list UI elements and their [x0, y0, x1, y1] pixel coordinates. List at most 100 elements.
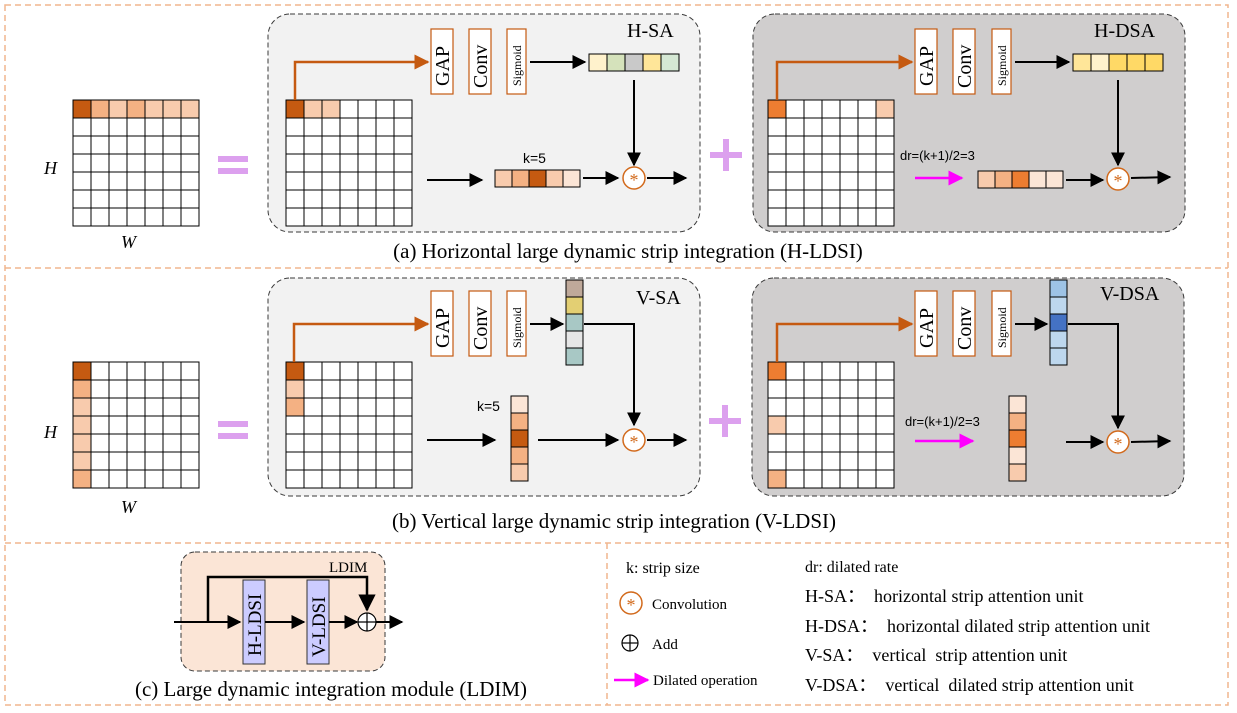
strip-cell [1108, 53, 1128, 72]
grid-cell [126, 469, 146, 489]
grid-cell [821, 415, 841, 435]
grid-cell [339, 153, 359, 173]
grid-cell [162, 135, 182, 155]
grid-cell [90, 135, 110, 155]
grid-cell [821, 153, 841, 173]
strip-cell [1011, 170, 1030, 189]
grid-cell [285, 99, 305, 119]
grid-cell [90, 153, 110, 173]
ldim-label: LDIM [329, 560, 367, 576]
svg-text:Conv: Conv [470, 307, 492, 350]
grid-cell [821, 207, 841, 227]
strip-cell [510, 429, 529, 448]
grid-cell [839, 397, 859, 417]
grid-cell [144, 433, 164, 453]
grid-cell [375, 469, 395, 489]
orange-skip-arrow-v-sa [292, 316, 430, 362]
grid-cell [144, 117, 164, 137]
grid-cell [144, 171, 164, 191]
grid-cell [767, 361, 787, 381]
grid-cell [162, 433, 182, 453]
plus-sign-a [710, 139, 742, 171]
grid-cell [339, 451, 359, 471]
grid-cell [393, 153, 413, 173]
grid-cell [144, 397, 164, 417]
grid-cell [303, 469, 323, 489]
conv-box-h-dsa: Conv [952, 28, 976, 95]
grid-cell [803, 361, 823, 381]
grid-cell [144, 207, 164, 227]
grid-cell [108, 135, 128, 155]
grid-cell [285, 189, 305, 209]
grid-cell [90, 361, 110, 381]
strip-cell [1049, 330, 1068, 349]
grid-cell [767, 207, 787, 227]
section-c: LDIM H-LDSI V-LDSI (c) Large dynamic int… [135, 551, 527, 701]
grid-cell [162, 379, 182, 399]
grid-cell [339, 415, 359, 435]
legend-convolution-label: Convolution [652, 597, 728, 613]
grid-cell [126, 415, 146, 435]
legend-v-sa: V-SA： vertical strip attention unit [805, 645, 1067, 665]
sigmoid-box-v-sa: Sigmoid [506, 290, 527, 357]
grid-cell [375, 189, 395, 209]
grid-cell [857, 469, 877, 489]
strip-cell [510, 463, 529, 482]
grid-cell [875, 207, 895, 227]
strip-cell [1144, 53, 1164, 72]
grid-cell [839, 117, 859, 137]
grid-cell [72, 153, 92, 173]
grid-cell [839, 451, 859, 471]
grid-cell [72, 397, 92, 417]
strip-cell [1126, 53, 1146, 72]
grid-cell [303, 397, 323, 417]
grid-cell [321, 153, 341, 173]
grid-cell [767, 171, 787, 191]
grid-cell [803, 171, 823, 191]
grid-cell [126, 153, 146, 173]
grid-cell [162, 99, 182, 119]
grid-cell [180, 397, 200, 417]
grid-cell [72, 99, 92, 119]
grid-cell [285, 451, 305, 471]
strip-cell [494, 169, 513, 188]
grid-cell [357, 171, 377, 191]
grid-cell [839, 99, 859, 119]
grid-cell [357, 361, 377, 381]
strip-cell [1008, 412, 1027, 431]
grid-cell [90, 207, 110, 227]
grid-cell [285, 415, 305, 435]
grid-cell [72, 415, 92, 435]
grid-cell [72, 361, 92, 381]
grid-cell [126, 379, 146, 399]
grid-cell [803, 153, 823, 173]
grid-cell [339, 397, 359, 417]
grid-cell [393, 433, 413, 453]
strip-cell [588, 53, 608, 72]
outer-frame [4, 4, 1229, 706]
grid-cell [144, 99, 164, 119]
legend-add-icon [621, 634, 639, 652]
grid-cell [357, 189, 377, 209]
grid-cell [108, 117, 128, 137]
strip-cell [1028, 170, 1047, 189]
grid-cell [375, 207, 395, 227]
grid-cell [821, 433, 841, 453]
grid-cell [767, 135, 787, 155]
grid-cell [303, 171, 323, 191]
grid-cell [144, 469, 164, 489]
grid-cell [821, 117, 841, 137]
grid-cell [72, 135, 92, 155]
strip-cell [510, 446, 529, 465]
grid-cell [180, 433, 200, 453]
grid-cell [108, 207, 128, 227]
grid-cell [803, 117, 823, 137]
grid-cell [375, 451, 395, 471]
grid-cell [821, 451, 841, 471]
grid-cell [144, 135, 164, 155]
grid-cell [321, 117, 341, 137]
grid-cell [162, 153, 182, 173]
grid-cell [857, 379, 877, 399]
grid-cell [162, 415, 182, 435]
strip-cell [1049, 313, 1068, 332]
